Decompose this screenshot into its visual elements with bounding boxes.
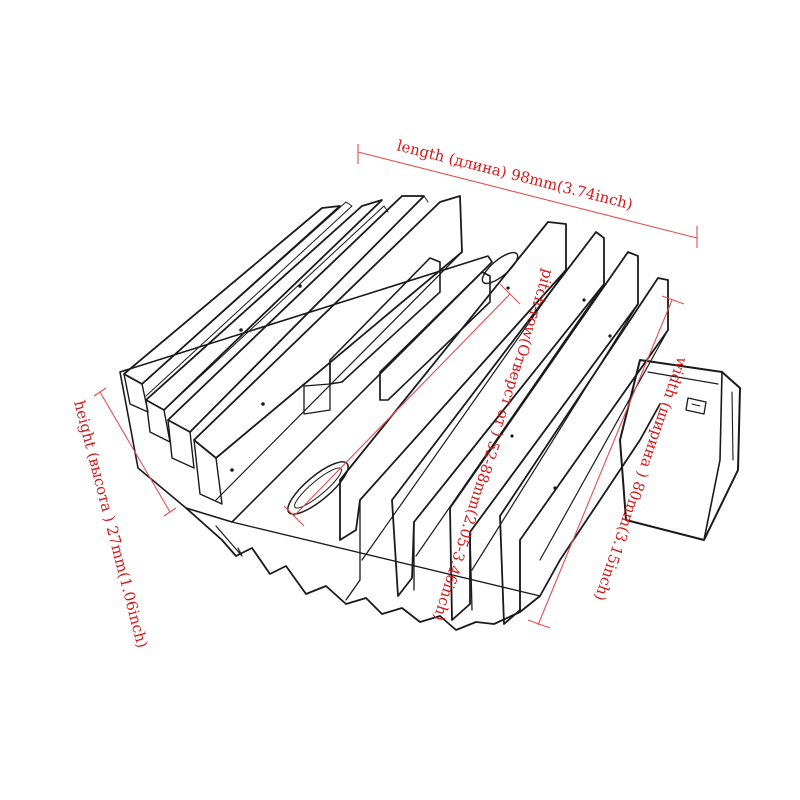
fins-inner-short [303,257,491,415]
pitch-row-dimension: pitch-row(Отверст от ) 52-88mm(2.05-3.46… [283,267,558,623]
pitch-row-label: pitch-row(Отверст от ) 52-88mm(2.05-3.46… [430,267,558,623]
length-label: length (длина) 98mm(3.74inch) [395,136,635,213]
width-label: width (ширина ) 80mm(3.15inch) [591,355,692,603]
connector-block [619,359,741,541]
fins-right-group [339,221,669,625]
width-dimension: width (ширина ) 80mm(3.15inch) [527,295,692,629]
fins-left-group [123,195,463,505]
height-dimension: height (высота ) 27mm(1.06inch) [70,387,177,650]
base-plate [119,251,661,631]
heatsink-drawing [119,195,741,631]
height-label: height (высота ) 27mm(1.06inch) [70,398,151,649]
fin-bolt-dots [230,284,612,490]
